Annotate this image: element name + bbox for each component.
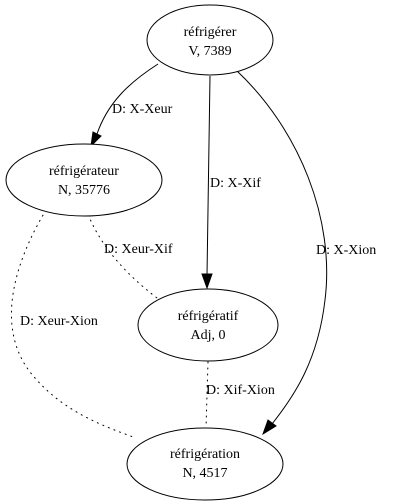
node-word: réfrigérateur <box>49 164 119 179</box>
node-word: réfrigération <box>170 447 240 462</box>
node-info: Adj, 0 <box>191 328 226 343</box>
arrowhead <box>201 273 213 290</box>
edge-refrigerer-refrigeration: D: X-Xion <box>235 69 376 436</box>
node-word: réfrigératif <box>178 309 239 324</box>
node-info: N, 4517 <box>182 466 227 481</box>
edge-refrigerateur-refrigeration: D: Xeur-Xion <box>11 209 137 439</box>
edge-label: D: Xeur-Xion <box>20 314 98 329</box>
edge-refrigeratif-refrigeration: D: Xif-Xion <box>205 361 275 429</box>
node-refrigerer: réfrigérer V, 7389 <box>146 4 274 76</box>
node-refrigeratif: réfrigératif Adj, 0 <box>137 288 279 362</box>
node-refrigeration: réfrigération N, 4517 <box>126 427 284 501</box>
edge-label: D: X-Xeur <box>112 102 173 117</box>
edge-label: D: X-Xion <box>316 243 376 258</box>
edge-refrigerer-refrigerateur: D: X-Xeur <box>90 63 173 148</box>
edge-refrigerateur-refrigeratif: D: Xeur-Xif <box>85 208 173 302</box>
edge-label: D: Xeur-Xif <box>104 242 173 257</box>
node-info: V, 7389 <box>188 44 231 59</box>
edge-refrigerer-refrigeratif: D: X-Xif <box>201 75 261 290</box>
node-info: N, 35776 <box>58 183 110 198</box>
edge-label: D: X-Xif <box>210 176 261 191</box>
edge-label: D: Xif-Xion <box>206 383 275 398</box>
arrowhead <box>90 131 102 148</box>
node-refrigerateur: réfrigérateur N, 35776 <box>5 143 163 217</box>
arrowhead <box>262 419 277 436</box>
node-word: réfrigérer <box>184 25 237 40</box>
